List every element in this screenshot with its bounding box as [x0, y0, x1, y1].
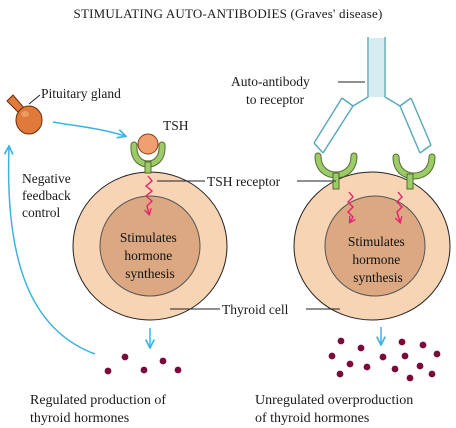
hormone-dots-right — [328, 337, 441, 382]
stimulates-label-right: Stimulates hormone synthesis — [348, 234, 408, 285]
signal-arrow-left — [144, 175, 154, 217]
thyroid-cell-label: Thyroid cell — [222, 302, 289, 317]
pituitary-gland-icon — [6, 94, 43, 135]
signal-arrow-right-1 — [347, 191, 356, 224]
stimulates-label-left: Stimulates hormone synthesis — [120, 230, 180, 281]
signal-arrow-right-2 — [394, 191, 403, 225]
hormone-dots-left — [104, 353, 182, 375]
regulated-production-label: Regulated production of thyroid hormones — [30, 393, 170, 426]
diagram-title: STIMULATING AUTO-ANTIBODIES (Graves' dis… — [74, 6, 383, 21]
pituitary-leader-line — [28, 94, 41, 105]
unregulated-overproduction-label: Unregulated overproduction of thyroid ho… — [255, 393, 417, 426]
tsh-receptor-left — [130, 141, 166, 174]
tsh-receptor-right-2 — [392, 153, 436, 190]
tsh-label: TSH — [163, 118, 189, 133]
autoantibody-label: Auto-antibody to receptor — [231, 74, 313, 107]
pituitary-label: Pituitary gland — [41, 86, 121, 101]
negative-feedback-arrow — [9, 147, 96, 355]
feedback-label: Negative feedback control — [22, 171, 74, 220]
tsh-receptor-label: TSH receptor — [207, 174, 281, 189]
nucleus-left — [99, 195, 201, 297]
pituitary-to-tsh-arrow — [52, 121, 125, 136]
tsh-hormone-icon — [137, 133, 159, 155]
auto-antibody-icon — [313, 37, 432, 154]
auto-antibody-fill — [369, 38, 384, 97]
